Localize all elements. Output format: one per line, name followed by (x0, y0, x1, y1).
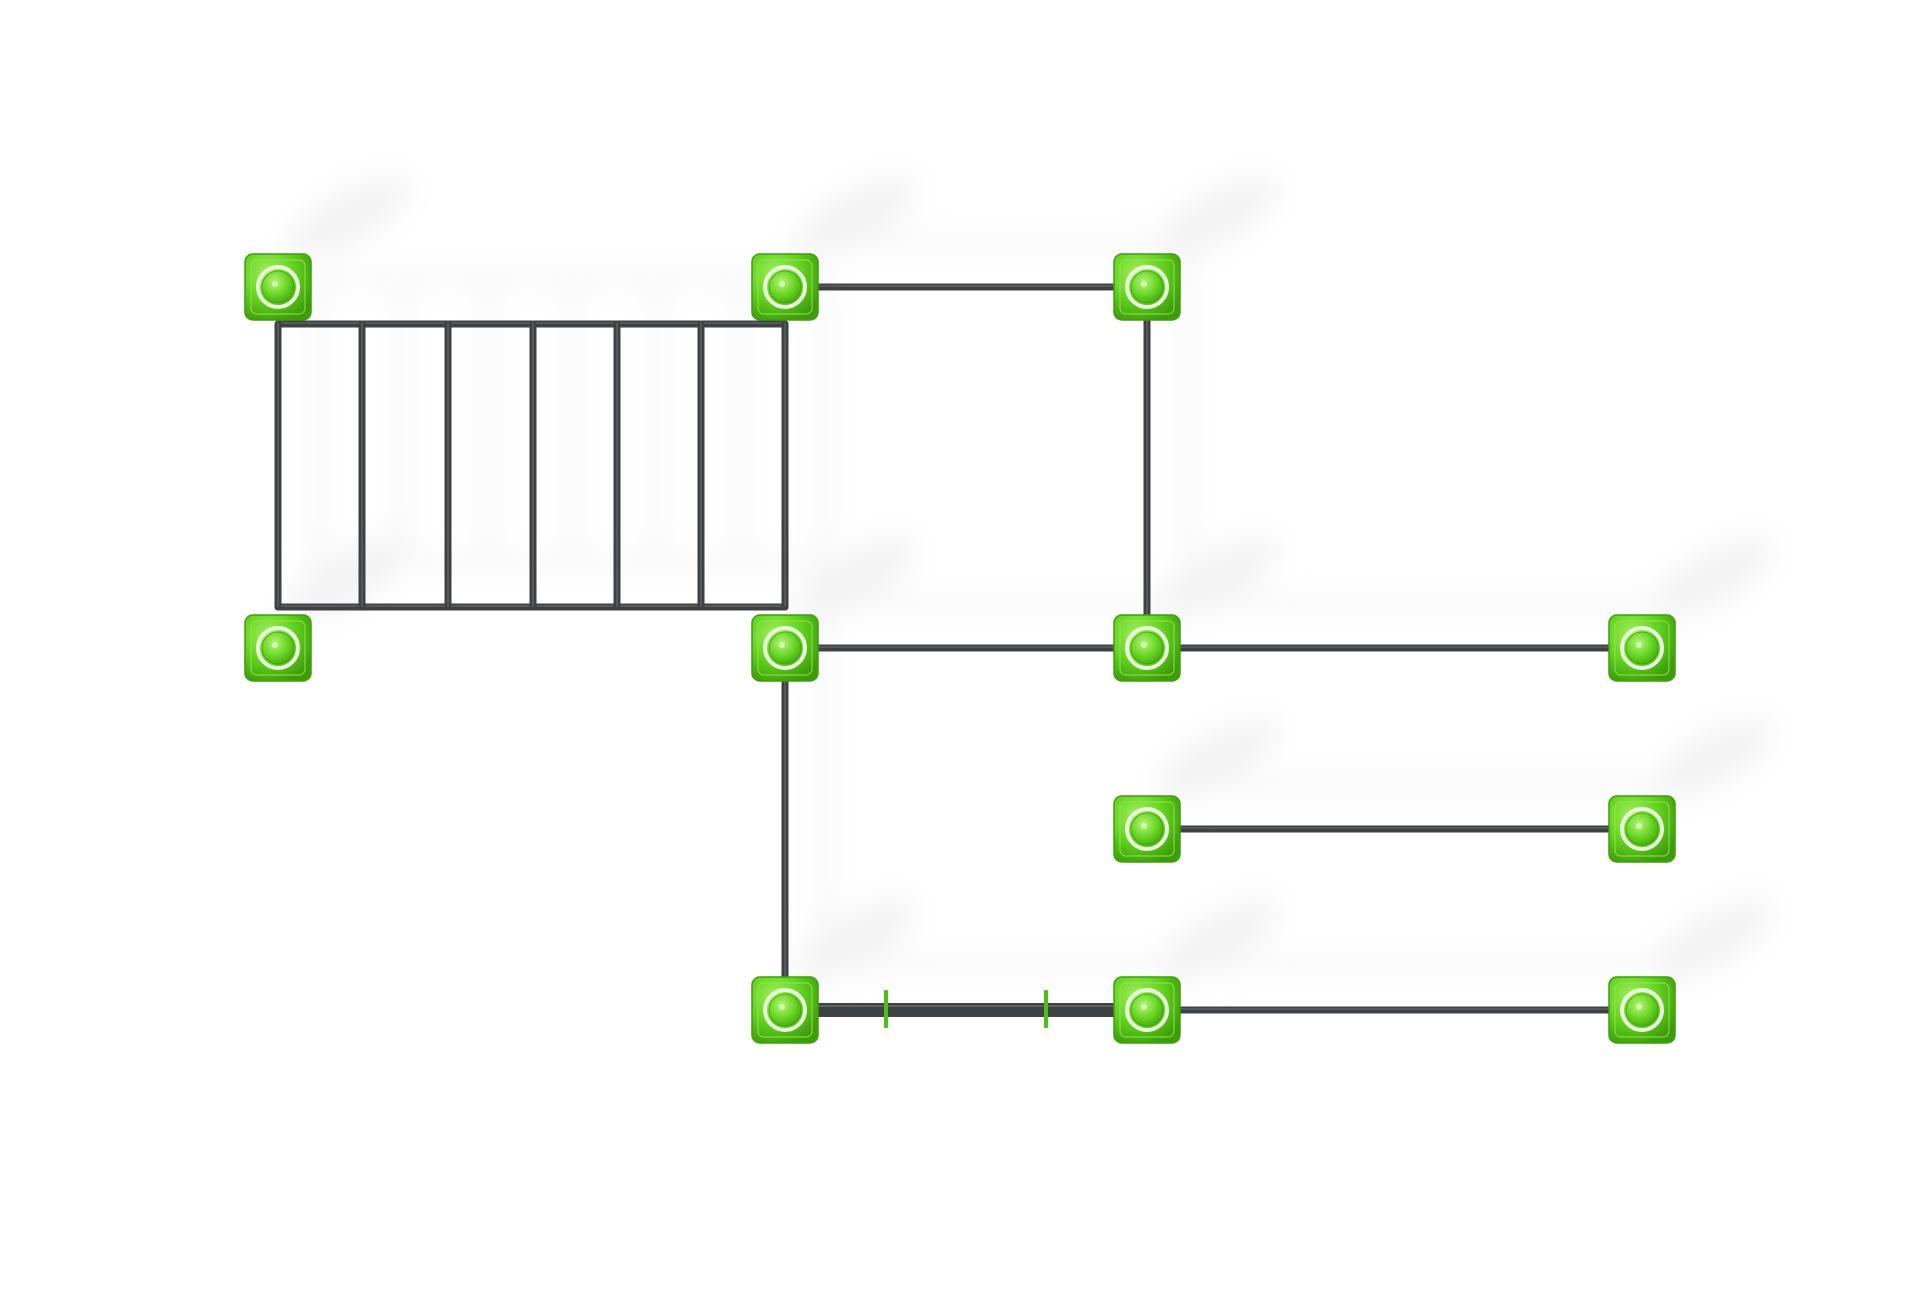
post-shadow (1650, 717, 1774, 801)
steel-bar (1143, 644, 1646, 652)
steel-bar (781, 283, 1151, 291)
post-shadow (1650, 536, 1774, 620)
green-post-cap-icon (1608, 976, 1676, 1044)
post-shadow (1650, 898, 1774, 982)
green-post-cap-icon (751, 976, 819, 1044)
green-post-cap-icon (1113, 976, 1181, 1044)
green-post-cap-icon (1113, 614, 1181, 682)
green-post-cap-icon (1113, 253, 1181, 321)
green-clip-icon (884, 990, 888, 1028)
green-post-cap-icon (1113, 795, 1181, 863)
bar-layer (274, 283, 1646, 1017)
post-layer (244, 253, 1676, 1044)
post-shadow (793, 898, 917, 982)
green-post-cap-icon (1608, 795, 1676, 863)
green-post-cap-icon (244, 253, 312, 321)
green-post-cap-icon (751, 614, 819, 682)
post-shadow (286, 175, 410, 259)
steel-bar (1143, 1006, 1646, 1014)
green-post-cap-icon (244, 614, 312, 682)
post-shadow (1155, 175, 1279, 259)
green-post-cap-icon (751, 253, 819, 321)
steel-bar (781, 644, 1151, 652)
double-bar (785, 1003, 1147, 1017)
clip-layer (884, 990, 1048, 1028)
post-shadow (1155, 717, 1279, 801)
green-post-cap-icon (1608, 614, 1676, 682)
green-clip-icon (1044, 990, 1048, 1028)
post-shadow (286, 536, 410, 620)
post-shadow (1155, 536, 1279, 620)
steel-bar (1143, 825, 1646, 833)
post-shadow (793, 175, 917, 259)
post-shadow (1155, 898, 1279, 982)
post-shadow (793, 536, 917, 620)
